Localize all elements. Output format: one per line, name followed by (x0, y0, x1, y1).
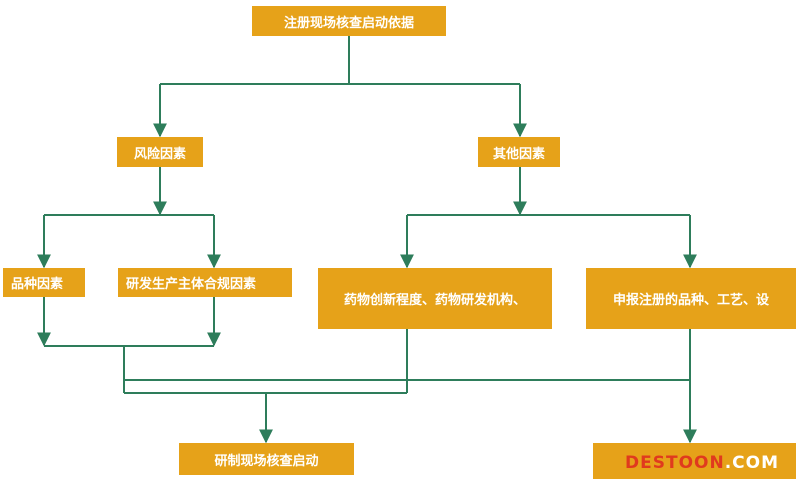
node-application-info-label: 申报注册的品种、工艺、设 (612, 293, 769, 308)
watermark: DESTOON.COM (625, 453, 779, 473)
node-right-bottom (593, 443, 796, 479)
node-application-info: 申报注册的品种、工艺、设 (586, 268, 796, 329)
node-variety-factors: 品种因素 (3, 268, 85, 297)
node-drug-innovation-label: 药物创新程度、药物研发机构、 (343, 293, 526, 308)
node-rd-inspection-start: 研制现场核查启动 (179, 443, 354, 475)
node-drug-innovation: 药物创新程度、药物研发机构、 (318, 268, 552, 329)
node-rd-subject-factors: 研发生产主体合规因素 (118, 268, 292, 297)
node-other-factors: 其他因素 (478, 137, 560, 167)
node-rd-subject-factors-label: 研发生产主体合规因素 (126, 277, 257, 292)
node-other-factors-label: 其他因素 (492, 146, 545, 162)
node-root: 注册现场核查启动依据 (252, 6, 446, 36)
node-rd-inspection-start-label: 研制现场核查启动 (214, 453, 319, 469)
watermark-main: DESTOON (625, 453, 725, 473)
watermark-tld: .COM (724, 453, 780, 473)
node-risk-factors: 风险因素 (117, 137, 203, 167)
node-root-label: 注册现场核查启动依据 (283, 15, 414, 31)
node-variety-factors-label: 品种因素 (11, 277, 64, 292)
node-risk-factors-label: 风险因素 (133, 146, 186, 162)
